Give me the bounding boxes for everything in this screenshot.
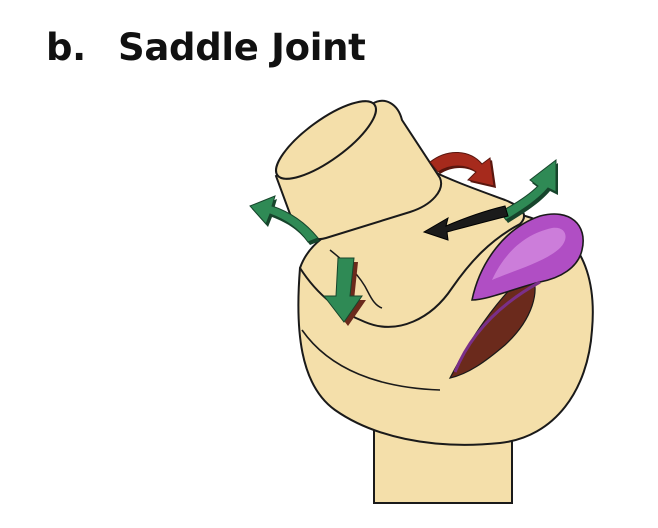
saddle-joint-illustration bbox=[0, 0, 658, 528]
